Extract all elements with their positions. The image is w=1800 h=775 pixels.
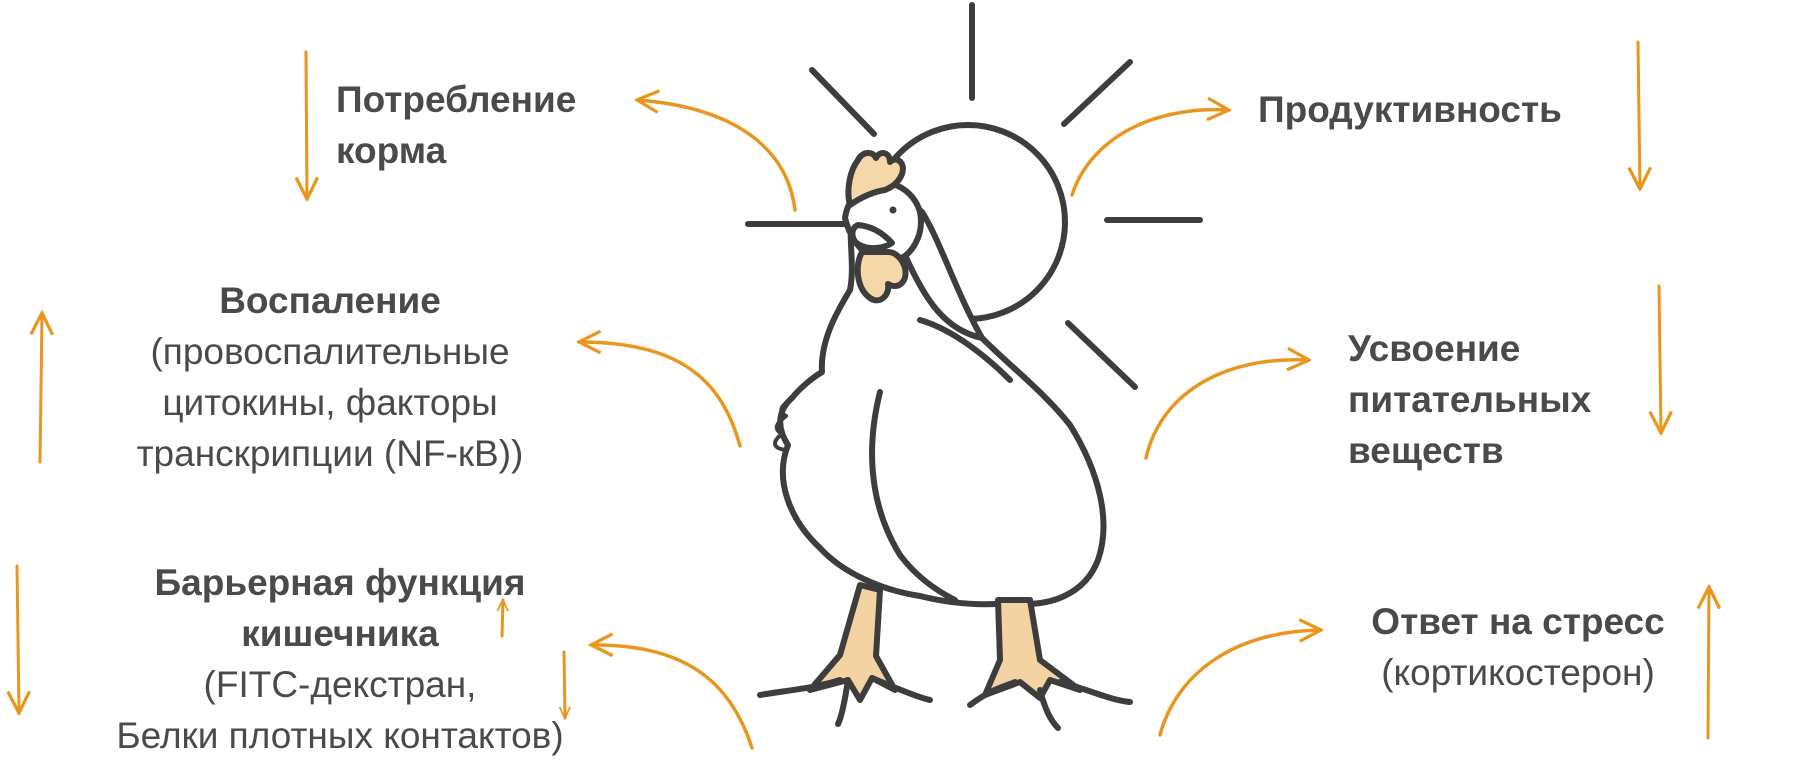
chicken-leg-right <box>982 597 1083 701</box>
stress-sub: (кортикостерон) <box>1381 652 1655 693</box>
stress-trend-up-arrow-icon <box>1708 588 1709 740</box>
chicken-foot-left <box>757 675 933 727</box>
arrow-to-inflammation <box>580 342 742 448</box>
label-feed-intake: Потребление корма <box>336 74 576 176</box>
nutrients-title-3: веществ <box>1348 430 1504 471</box>
chicken-feather-tufts <box>773 396 794 452</box>
barrier-sub-1: (FITC-декстран, <box>203 664 477 705</box>
trend-arrows <box>17 40 1709 740</box>
barrier-inline-up-arrow-icon <box>502 600 503 638</box>
feed-title-2: корма <box>336 130 447 171</box>
chicken-comb <box>845 150 906 208</box>
chicken-wing <box>917 317 1013 383</box>
nutrients-title-2: питательных <box>1348 379 1592 420</box>
arrow-to-nutrients <box>1144 360 1308 460</box>
inflammation-trend-up-arrow-icon <box>40 314 42 464</box>
feed-trend-down-arrow-icon <box>306 50 307 198</box>
sun-ray <box>1061 59 1133 127</box>
chicken-eye <box>889 206 897 214</box>
barrier-title-1: Барьерная функция <box>154 562 526 603</box>
arrow-to-productivity <box>1070 110 1228 197</box>
label-stress-response: Ответ на стресс (кортикостерон) <box>1338 596 1698 698</box>
chicken-illustration <box>757 150 1133 731</box>
sun-ray <box>1065 320 1138 390</box>
chicken-belly-crease <box>869 389 958 603</box>
inflammation-sub-1: (провоспалительные <box>150 331 510 372</box>
label-nutrient-absorption: Усвоение питательных веществ <box>1348 323 1591 476</box>
feed-title-1: Потребление <box>336 79 577 120</box>
barrier-title-2: кишечника <box>241 613 439 654</box>
barrier-sub-2: Белки плотных контактов) <box>116 715 564 756</box>
chicken-back-line <box>902 252 985 341</box>
barrier-inline-down-arrow-icon <box>564 650 565 718</box>
chicken-foot-right <box>967 679 1133 731</box>
nutrients-trend-down-arrow-icon <box>1659 284 1661 432</box>
productivity-trend-down-arrow-icon <box>1638 40 1640 188</box>
inflammation-sub-3: транскрипции (NF-кB)) <box>136 433 524 474</box>
label-productivity: Продуктивность <box>1258 84 1562 135</box>
arrow-to-stress <box>1158 630 1320 737</box>
barrier-trend-down-arrow-icon <box>17 564 19 712</box>
inflammation-sub-2: цитокины, факторы <box>162 382 498 423</box>
sun-ray <box>809 67 877 137</box>
stress-title: Ответ на стресс <box>1371 601 1665 642</box>
arrow-to-feed <box>638 100 797 212</box>
effect-arrows <box>580 100 1320 750</box>
productivity-title: Продуктивность <box>1258 89 1562 130</box>
inflammation-title: Воспаление <box>219 280 441 321</box>
nutrients-title-1: Усвоение <box>1348 328 1521 369</box>
arrow-to-barrier <box>592 645 754 750</box>
label-intestinal-barrier: Барьерная функция кишечника (FITC-декстр… <box>90 557 590 761</box>
chicken-wattles <box>854 249 909 304</box>
chicken-leg-left <box>807 582 898 703</box>
chicken-beak <box>849 222 895 252</box>
label-inflammation: Воспаление (провоспалительные цитокины, … <box>110 275 550 479</box>
